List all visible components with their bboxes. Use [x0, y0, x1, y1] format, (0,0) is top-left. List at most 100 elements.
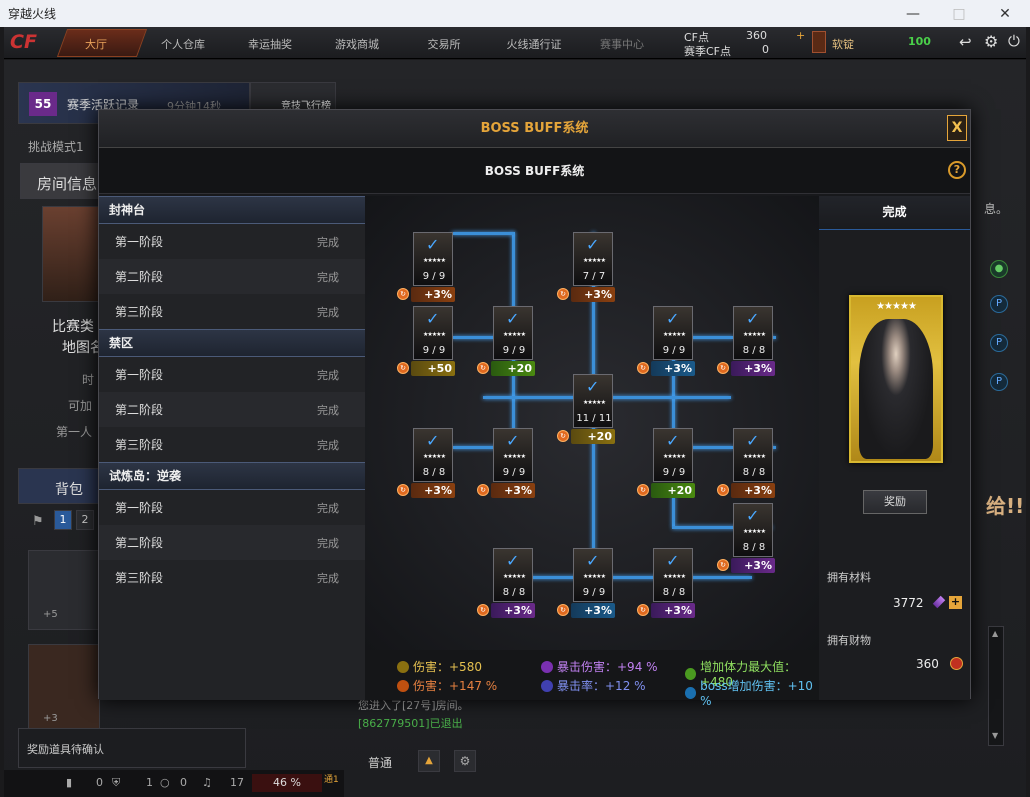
upgrade-icon: ↻: [717, 362, 729, 374]
nav-shop[interactable]: 游戏商城: [335, 38, 379, 51]
close-dialog-button[interactable]: X: [947, 115, 967, 141]
stage-item[interactable]: 第二阶段完成: [99, 392, 365, 427]
backpack-tab[interactable]: 背包: [18, 468, 100, 504]
buff-node[interactable]: ✓★★★★★8 / 8↻+3%: [717, 428, 775, 500]
nav-exchange[interactable]: 交易所: [427, 38, 461, 51]
chat-settings-icon[interactable]: ⚙: [454, 750, 476, 772]
node-bonus: +3%: [651, 361, 695, 376]
weapon-2-level: +3: [43, 713, 58, 724]
scroll-up-icon[interactable]: ▲: [992, 629, 999, 638]
power-icon[interactable]: ⏻: [1008, 32, 1020, 50]
check-icon: ✓: [746, 506, 760, 525]
check-icon: ✓: [666, 431, 680, 450]
chat-up-icon[interactable]: ▲: [418, 750, 440, 772]
node-count: 8 / 8: [502, 587, 526, 598]
node-count: 7 / 7: [582, 271, 606, 282]
section-header[interactable]: 试炼岛：逆袭: [99, 462, 365, 490]
node-stars: ★★★★★: [423, 331, 446, 338]
stage-item[interactable]: 第一阶段完成: [99, 490, 365, 525]
stage-item[interactable]: 第三阶段完成: [99, 294, 365, 329]
help-button[interactable]: ?: [948, 161, 966, 179]
scroll-down-icon[interactable]: ▼: [992, 731, 999, 740]
stage-item[interactable]: 第三阶段完成: [99, 427, 365, 462]
season-record-label: 赛季活跃记录: [67, 98, 140, 112]
stage-item[interactable]: 第一阶段完成: [99, 357, 365, 392]
stage-label: 第三阶段: [115, 571, 164, 585]
node-bonus: +20: [491, 361, 535, 376]
add-materials-button[interactable]: +: [949, 595, 962, 609]
speaker-icon[interactable]: ♫: [202, 776, 212, 789]
section-header[interactable]: 封神台: [99, 196, 365, 224]
nav-pass[interactable]: 火线通行证: [506, 38, 562, 51]
buff-node[interactable]: ✓★★★★★8 / 8↻+3%: [637, 548, 695, 620]
cf-plus-icon[interactable]: +: [796, 29, 806, 42]
right-icon-3[interactable]: P: [990, 334, 1008, 352]
link-line: [512, 342, 515, 432]
challenge-mode[interactable]: 挑战模式1: [28, 140, 84, 154]
reward-pending-panel[interactable]: 奖励道具待确认: [18, 728, 246, 768]
stage-item[interactable]: 第二阶段完成: [99, 525, 365, 560]
buff-node[interactable]: ✓★★★★★9 / 9↻+20: [637, 428, 695, 500]
health-icon: [685, 667, 697, 680]
gear-icon[interactable]: ⚙: [984, 32, 999, 51]
room-info-tab[interactable]: 房间信息: [20, 163, 102, 199]
upgrade-icon: ↻: [637, 604, 649, 616]
node-bonus: +20: [651, 483, 695, 498]
right-icon-4[interactable]: P: [990, 373, 1008, 391]
page-2-button[interactable]: 2: [76, 510, 94, 530]
check-icon: ✓: [426, 431, 440, 450]
link-line: [512, 232, 515, 342]
buff-node[interactable]: ✓★★★★★8 / 8↻+3%: [717, 306, 775, 378]
nav-storage[interactable]: 个人仓库: [161, 38, 205, 51]
buff-node[interactable]: ✓★★★★★8 / 8↻+3%: [477, 548, 535, 620]
buff-node[interactable]: ✓★★★★★7 / 7↻+3%: [557, 232, 615, 304]
weapon-slot-2[interactable]: +3: [28, 644, 100, 734]
coin-icon: [950, 657, 963, 670]
maximize-icon[interactable]: □: [952, 5, 966, 22]
count-1: 0: [96, 776, 103, 789]
node-bonus: +50: [411, 361, 455, 376]
weapon-slot-1[interactable]: +5: [28, 550, 100, 630]
section-header[interactable]: 禁区: [99, 329, 365, 357]
stage-status: 完成: [317, 403, 339, 417]
chat-mode[interactable]: 普通: [368, 756, 393, 770]
stage-item[interactable]: 第三阶段完成: [99, 560, 365, 595]
reward-button[interactable]: 奖励: [863, 490, 927, 514]
bag-icon[interactable]: ▮: [66, 776, 73, 789]
buff-node[interactable]: ✓★★★★★9 / 9↻+3%: [637, 306, 695, 378]
card-stars: ★★★★★: [876, 301, 917, 312]
nav-events[interactable]: 赛事中心: [600, 38, 644, 51]
filter-icon[interactable]: ⚑: [32, 514, 44, 529]
node-stars: ★★★★★: [743, 528, 766, 535]
buff-node[interactable]: ✓★★★★★9 / 9↻+3%: [557, 548, 615, 620]
close-window-icon[interactable]: ✕: [999, 5, 1011, 22]
buff-node[interactable]: ✓★★★★★9 / 9↻+20: [477, 306, 535, 378]
bottom-status-bar: ▮ 0 ⛨ 1 ○ 0 ♫ 17 46 % 通1: [4, 770, 344, 797]
scrollbar[interactable]: ▲ ▼: [988, 626, 1004, 746]
buff-node[interactable]: ✓★★★★★9 / 9↻+3%: [477, 428, 535, 500]
coin-icon: [812, 31, 826, 53]
nav-lobby[interactable]: 大厅: [85, 38, 107, 51]
node-stars: ★★★★★: [503, 573, 526, 580]
nav-lottery[interactable]: 幸运抽奖: [248, 38, 292, 51]
node-stars: ★★★★★: [503, 453, 526, 460]
buff-node[interactable]: ✓★★★★★8 / 8↻+3%: [397, 428, 455, 500]
buff-node[interactable]: ✓★★★★★9 / 9↻+50: [397, 306, 455, 378]
chat-bubble-icon[interactable]: ○: [160, 776, 170, 789]
right-icon-2[interactable]: P: [990, 295, 1008, 313]
buff-node[interactable]: ✓★★★★★9 / 9↻+3%: [397, 232, 455, 304]
share-icon[interactable]: ↩: [959, 33, 972, 51]
stage-item[interactable]: 第一阶段完成: [99, 224, 365, 259]
stage-item[interactable]: 第二阶段完成: [99, 259, 365, 294]
buff-node[interactable]: ✓★★★★★8 / 8↻+3%: [717, 503, 775, 575]
notify-badge[interactable]: 通1: [324, 775, 339, 785]
minimize-icon[interactable]: —: [906, 5, 920, 22]
shield-icon[interactable]: ⛨: [112, 776, 121, 789]
boss-portrait: ✓★★★★★9 / 9: [413, 232, 453, 286]
buff-node[interactable]: ✓★★★★★11 / 11↻+20: [557, 374, 615, 446]
node-count: 8 / 8: [742, 542, 766, 553]
dialog-header: BOSS BUFF系统 X: [99, 110, 970, 148]
right-icon-1[interactable]: ●: [990, 260, 1008, 278]
check-icon: ✓: [426, 235, 440, 254]
page-1-button[interactable]: 1: [54, 510, 72, 530]
